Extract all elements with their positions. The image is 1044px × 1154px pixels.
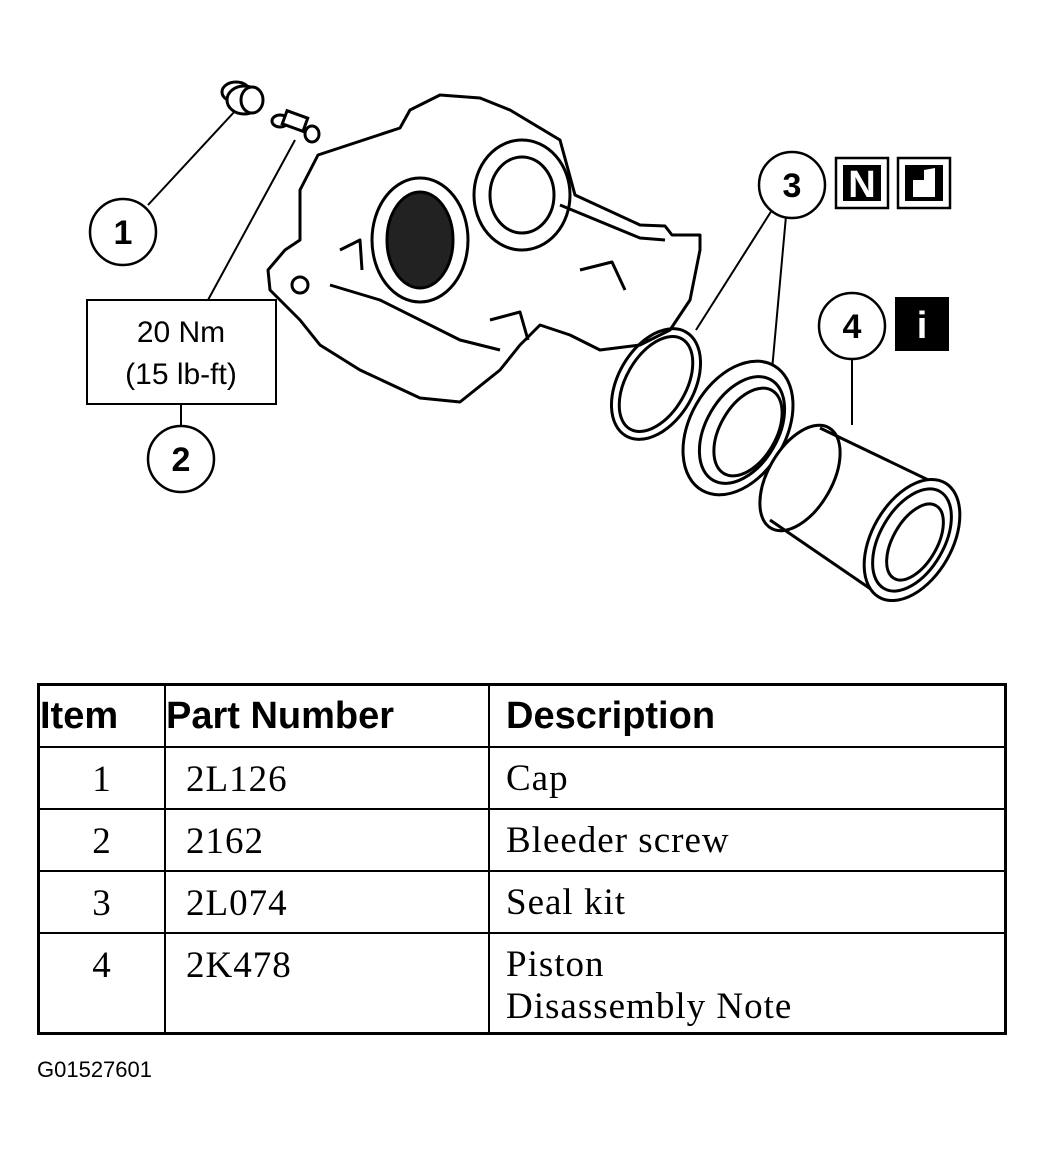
new-part-label: N <box>848 164 875 206</box>
figure-id: G01527601 <box>37 1057 152 1082</box>
torque-spec-box: 20 Nm (15 lb-ft) <box>86 299 277 405</box>
row-part-number: 2162 <box>164 808 490 872</box>
table-row: 3 2L074 Seal kit <box>37 870 1007 934</box>
description-line: Piston <box>506 944 605 985</box>
callout-4-label: 4 <box>843 308 862 346</box>
table-row: 2 2162 Bleeder screw <box>37 808 1007 872</box>
row-description: Bleeder screw <box>488 808 1007 872</box>
callout-3-label: 3 <box>783 167 802 205</box>
parts-table: Item Part Number Description 1 2L126 Cap… <box>37 683 1007 1035</box>
lubricant-icon <box>896 156 952 210</box>
disassembly-note-link[interactable]: Disassembly Note <box>506 986 793 1027</box>
row-description: Piston Disassembly Note <box>488 932 1007 1035</box>
leader-lines <box>147 109 853 428</box>
callout-2-label: 2 <box>172 441 191 479</box>
torque-imperial: (15 lb-ft) <box>125 358 237 391</box>
bleeder-screw-part <box>270 108 321 144</box>
caliper-housing <box>266 93 702 404</box>
info-symbol: i <box>895 297 949 351</box>
header-description: Description <box>488 683 1007 748</box>
table-row: 4 2K478 Piston Disassembly Note <box>37 932 1007 1035</box>
seal-ring <box>609 327 703 441</box>
row-item: 3 <box>37 870 166 934</box>
cap-part <box>220 80 265 116</box>
row-item: 4 <box>37 932 166 1035</box>
info-label: i <box>917 305 928 347</box>
row-description: Cap <box>488 746 1007 810</box>
callout-4: 4 <box>817 291 887 361</box>
table-row: 1 2L126 Cap <box>37 746 1007 810</box>
callout-1-label: 1 <box>114 214 133 252</box>
row-part-number: 2K478 <box>164 932 490 1035</box>
dust-boot <box>681 359 795 497</box>
row-item: 1 <box>37 746 166 810</box>
callout-1: 1 <box>88 197 158 267</box>
torque-metric: 20 Nm <box>137 316 225 349</box>
row-item: 2 <box>37 808 166 872</box>
table-header-row: Item Part Number Description <box>37 683 1007 748</box>
caliper-exploded-view: 1 2 3 4 20 Nm (15 lb-ft) N <box>86 80 962 603</box>
callout-2: 2 <box>146 424 216 494</box>
callout-3: 3 <box>757 150 827 220</box>
new-part-symbol: N <box>834 156 890 210</box>
row-part-number: 2L074 <box>164 870 490 934</box>
row-description: Seal kit <box>488 870 1007 934</box>
piston-part <box>758 423 962 603</box>
header-part-number: Part Number <box>164 683 490 748</box>
row-part-number: 2L126 <box>164 746 490 810</box>
header-item: Item <box>37 683 166 748</box>
